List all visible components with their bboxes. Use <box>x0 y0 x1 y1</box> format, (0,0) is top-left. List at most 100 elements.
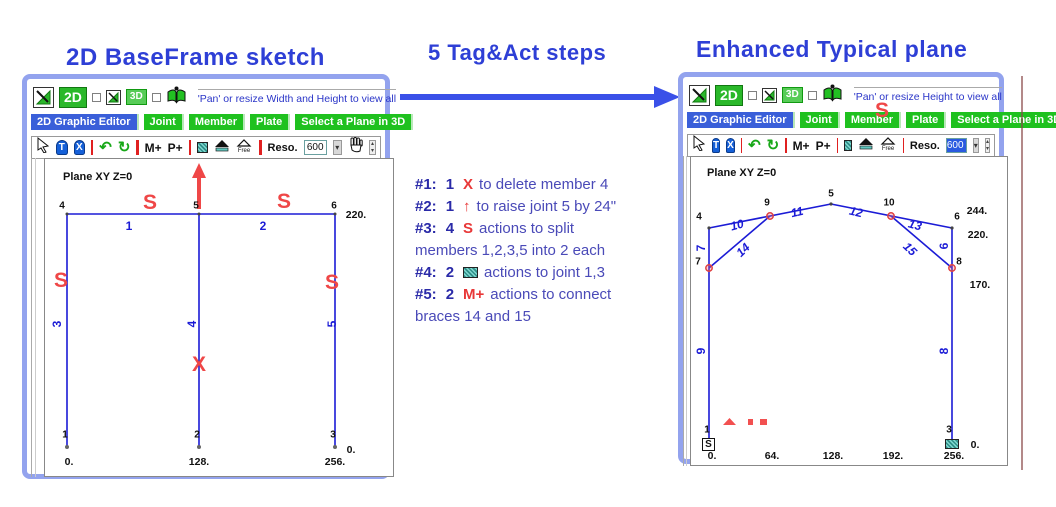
tab-2d-graphic-editor[interactable]: 2D Graphic Editor <box>687 112 795 128</box>
split-tag: S <box>276 190 292 213</box>
cursor-icon[interactable] <box>36 136 50 158</box>
member-label: 4 <box>185 320 199 328</box>
delete-joint-button[interactable]: X <box>726 138 735 153</box>
3d-checkbox[interactable] <box>151 92 161 102</box>
add-plate-button[interactable]: P+ <box>815 138 831 153</box>
tab-member[interactable]: Member <box>844 112 901 128</box>
x-tick-label: 0. <box>64 456 74 468</box>
x-tick-label: 192. <box>882 450 904 462</box>
undo-icon[interactable]: ↶ <box>748 137 761 154</box>
3d-badge[interactable]: 3D <box>125 89 147 105</box>
resolution-value[interactable]: 600 <box>945 138 967 153</box>
plate-hatch-icon[interactable] <box>196 142 209 153</box>
add-member-button[interactable]: M+ <box>792 138 810 153</box>
right-canvas[interactable]: Plane XY Z=0 4 9 5 10 6 7 8 1 3 10 11 12… <box>690 156 1008 466</box>
joint-label: 7 <box>695 256 701 268</box>
add-member-tag: M+ <box>463 286 485 303</box>
split-tag: S <box>463 220 474 237</box>
free-support-icon[interactable]: Free <box>236 138 253 158</box>
redo-icon[interactable]: ↻ <box>117 139 131 156</box>
help-book-icon[interactable] <box>166 85 187 110</box>
fixed-support-icon[interactable] <box>858 136 874 155</box>
joint-label: 3 <box>946 424 952 436</box>
member-label: 8 <box>937 347 951 355</box>
plate-icon <box>463 267 479 278</box>
tab-joint[interactable]: Joint <box>799 112 840 128</box>
joint-label: 3 <box>330 429 336 441</box>
panel-edge-line <box>683 156 684 466</box>
add-plate-button[interactable]: P+ <box>167 140 183 155</box>
2d-badge[interactable]: 2D <box>59 86 87 108</box>
toolbar-divider <box>91 140 94 155</box>
2d-checkbox[interactable] <box>747 90 757 100</box>
joint-label: 1 <box>704 424 710 436</box>
2d-badge[interactable]: 2D <box>715 84 743 106</box>
add-member-button[interactable]: M+ <box>144 140 162 155</box>
elevation-label: 220. <box>345 209 367 221</box>
undo-icon[interactable]: ↶ <box>99 139 112 156</box>
pinned-support-icon: S <box>702 438 715 451</box>
tab-member[interactable]: Member <box>188 114 245 130</box>
clipped-red-mark <box>748 419 753 425</box>
3d-checkbox[interactable] <box>807 90 817 100</box>
svg-text:Free: Free <box>238 148 251 153</box>
x-tick-label: 256. <box>943 450 965 462</box>
redo-icon[interactable]: ↻ <box>766 137 780 154</box>
toolbar-spinner[interactable]: ▴▾ <box>984 138 990 153</box>
tab-plate[interactable]: Plate <box>250 114 291 130</box>
elevation-label: 0. <box>346 444 356 456</box>
toolbar-spinner[interactable]: ▴▾ <box>368 140 377 155</box>
pan-hand-icon[interactable] <box>348 137 363 158</box>
free-support-icon[interactable]: Free <box>880 136 897 156</box>
clipped-red-mark <box>723 418 736 425</box>
clipped-red-mark <box>760 419 767 425</box>
2d-checkbox[interactable] <box>91 92 101 102</box>
raise-arrow-tag: ↑ <box>463 198 471 215</box>
3d-editor-icon[interactable] <box>761 87 777 103</box>
elevation-label: 244. <box>966 205 988 217</box>
left-canvas[interactable]: Plane XY Z=0 4 5 6 1 2 3 1 2 3 4 5 220. … <box>44 158 394 477</box>
toolbar-divider <box>836 138 838 153</box>
right-mode-row: 2D 3D 'Pan' or resize Height to view all <box>689 82 1002 108</box>
top-view-button[interactable]: T <box>712 138 721 153</box>
joint-label: 6 <box>954 211 960 223</box>
pan-hint: 'Pan' or resize Height to view all <box>853 87 1002 103</box>
tab-2d-graphic-editor[interactable]: 2D Graphic Editor <box>31 114 139 130</box>
step-continuation: members 1,2,3,5 into 2 each <box>415 242 606 259</box>
plate-hatch-icon[interactable] <box>843 140 852 151</box>
3d-editor-icon[interactable] <box>105 89 121 105</box>
cursor-icon[interactable] <box>692 134 706 156</box>
x-tick-label: 128. <box>188 456 210 468</box>
tab-plate[interactable]: Plate <box>906 112 947 128</box>
left-frame-drawing <box>65 163 337 449</box>
x-tick-label: 0. <box>707 450 717 462</box>
toolbar-divider <box>785 138 787 153</box>
plane-label: Plane XY Z=0 <box>63 171 133 183</box>
resolution-value[interactable]: 600 <box>303 140 327 155</box>
2d-editor-icon[interactable] <box>33 86 54 108</box>
flow-arrow <box>400 86 680 108</box>
resolution-dropdown-button[interactable]: ▾ <box>972 138 979 153</box>
right-frame-drawing <box>705 202 956 449</box>
tab-select-plane-3d[interactable]: Select a Plane in 3D <box>295 114 414 130</box>
delete-joint-button[interactable]: X <box>73 140 86 155</box>
tab-joint[interactable]: Joint <box>143 114 184 130</box>
tab-select-plane-3d[interactable]: Select a Plane in 3D <box>951 112 1056 128</box>
2d-editor-icon[interactable] <box>689 84 710 106</box>
toolbar-divider <box>259 140 262 155</box>
joint-label: 6 <box>331 200 337 212</box>
plane-label: Plane XY Z=0 <box>707 167 777 179</box>
fixed-support-icon[interactable] <box>214 138 230 157</box>
left-panel-title: 2D BaseFrame sketch <box>66 44 325 71</box>
resolution-dropdown-button[interactable]: ▾ <box>332 140 342 155</box>
elevation-label: 220. <box>967 229 989 241</box>
3d-badge[interactable]: 3D <box>781 87 803 103</box>
x-tick-label: 128. <box>822 450 844 462</box>
delete-tag: X <box>191 353 207 376</box>
member-label: 2 <box>259 219 267 233</box>
top-view-button[interactable]: T <box>56 140 68 155</box>
help-book-icon[interactable] <box>822 83 843 108</box>
joint-label: 8 <box>956 256 962 268</box>
